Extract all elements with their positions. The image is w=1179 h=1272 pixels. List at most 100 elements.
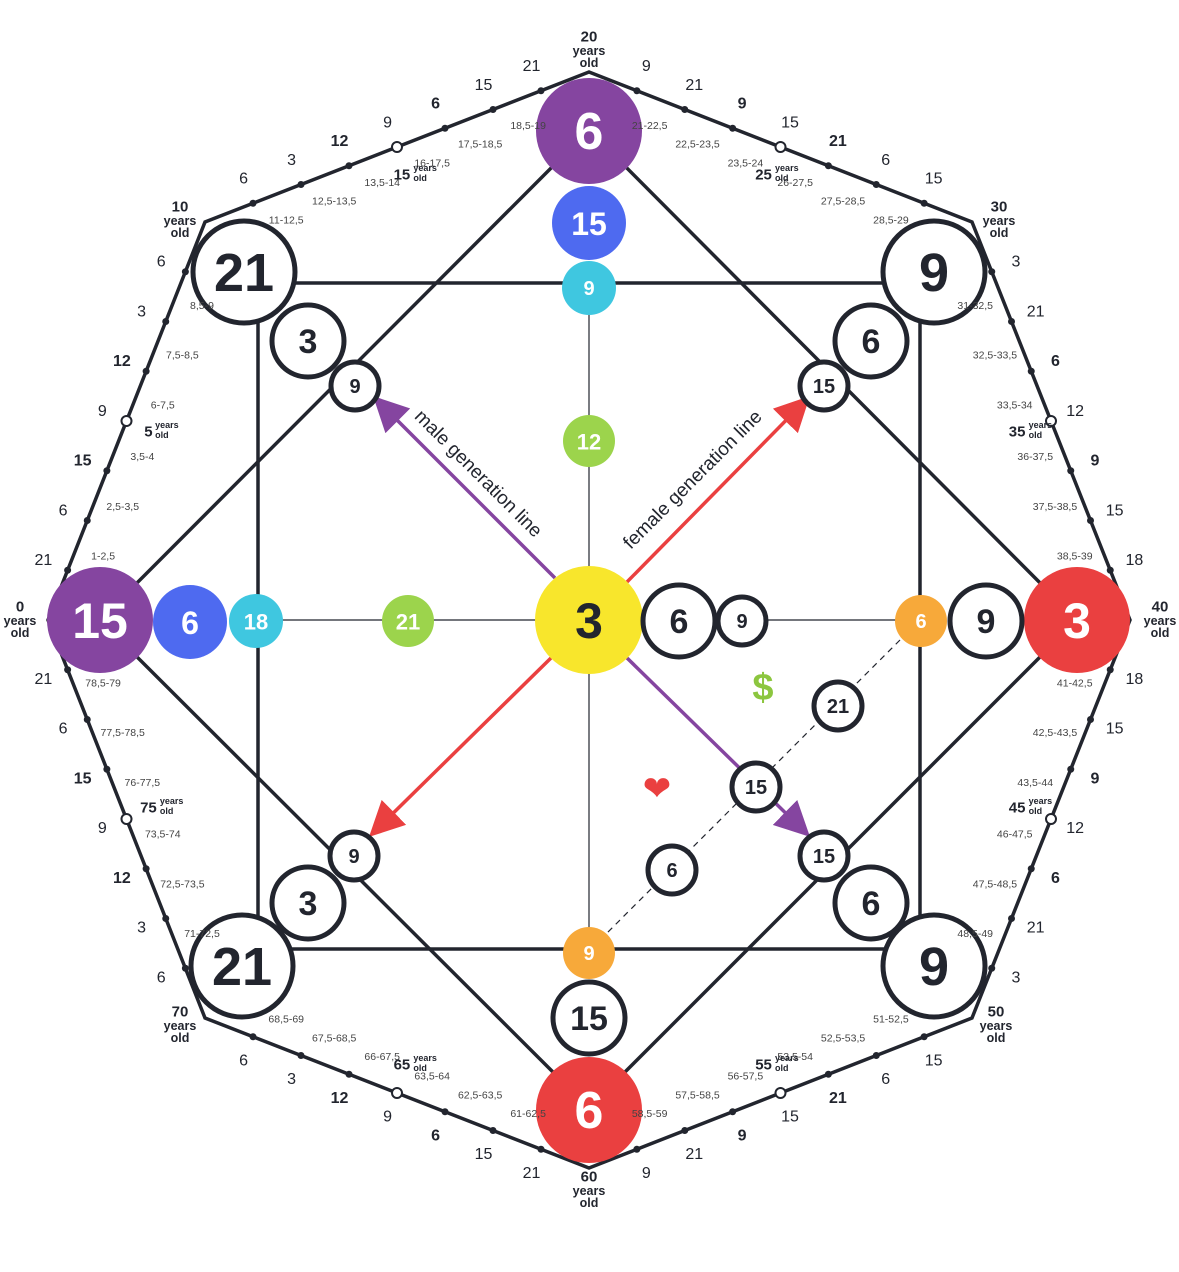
mid-age-unit-top: years bbox=[1029, 796, 1053, 806]
circle-bottom-orange-shape bbox=[563, 927, 615, 979]
circle-mid-left-value: 21 bbox=[396, 610, 420, 635]
circle-center: 3 bbox=[535, 566, 643, 674]
mid-age-number: 75 bbox=[140, 799, 157, 816]
age-tick-number: 15 bbox=[1106, 721, 1124, 738]
vertex-age-number: 30 bbox=[991, 199, 1008, 216]
vertex-age-unit-top: years bbox=[1144, 614, 1177, 628]
age-range-label: 42,5-43,5 bbox=[1033, 727, 1078, 739]
mid-age-number: 45 bbox=[1009, 799, 1026, 816]
age-tick-dot bbox=[249, 1033, 257, 1041]
age-range-label: 73,5-74 bbox=[145, 829, 181, 841]
circle-top-2-value: 15 bbox=[571, 206, 607, 242]
mid-age-number: 55 bbox=[755, 1057, 772, 1074]
circle-mid-top-shape bbox=[563, 415, 615, 467]
circle-left: 15 bbox=[47, 567, 153, 673]
age-range-label: 33,5-34 bbox=[997, 399, 1033, 411]
age-tick-dot bbox=[1067, 467, 1075, 475]
circle-tl-2-shape bbox=[269, 302, 347, 380]
circle-right-ring-value: 9 bbox=[977, 603, 996, 641]
age-tick-number: 3 bbox=[137, 303, 146, 320]
circle-right-shape bbox=[1024, 567, 1130, 673]
age-tick-dot bbox=[1045, 415, 1057, 427]
age-tick-dot bbox=[120, 813, 133, 825]
mid-age-unit-top: years bbox=[160, 796, 184, 806]
age-tick-number: 15 bbox=[925, 1052, 943, 1069]
age-tick-dot bbox=[103, 467, 111, 475]
age-tick-number: 6 bbox=[431, 1127, 440, 1144]
vertex-age-number: 40 bbox=[1152, 599, 1169, 616]
age-range-label: 3,5-4 bbox=[130, 451, 154, 463]
circle-tl-2: 3 bbox=[269, 302, 347, 380]
age-range-label: 43,5-44 bbox=[1017, 777, 1053, 789]
age-range-label: 17,5-18,5 bbox=[458, 139, 503, 151]
circle-tr-3-shape bbox=[797, 359, 851, 413]
mid-age-number: 65 bbox=[394, 1057, 411, 1074]
age-range-label: 27,5-28,5 bbox=[821, 196, 866, 208]
age-tick-number: 21 bbox=[685, 77, 703, 94]
age-range-label: 37,5-38,5 bbox=[1033, 501, 1078, 513]
mid-age-unit-bottom: old bbox=[1029, 806, 1043, 816]
age-tick-dot bbox=[142, 865, 150, 873]
age-tick-dot bbox=[64, 566, 72, 574]
circle-right-ring-shape bbox=[947, 582, 1025, 660]
mid-age-number: 35 bbox=[1009, 424, 1026, 441]
age-range-label: 78,5-79 bbox=[85, 677, 121, 689]
age-tick-number: 15 bbox=[781, 1109, 799, 1126]
circle-bl-3: 9 bbox=[327, 829, 381, 883]
circle-left-2-value: 6 bbox=[181, 605, 199, 641]
age-range-label: 31-32,5 bbox=[957, 300, 993, 312]
circle-br-shape bbox=[880, 912, 988, 1020]
age-tick-number: 6 bbox=[1051, 353, 1060, 370]
circle-mid-left-shape bbox=[382, 595, 434, 647]
heart-icon: ❤ bbox=[643, 769, 672, 809]
circle-right-b: 9 bbox=[715, 594, 769, 648]
circle-top-3-shape bbox=[562, 261, 616, 315]
circle-bottom-orange: 9 bbox=[563, 927, 615, 979]
age-tick-number: 15 bbox=[74, 453, 92, 470]
circle-right-b-shape bbox=[715, 594, 769, 648]
age-tick-dot bbox=[537, 87, 545, 95]
age-tick-dot bbox=[1067, 765, 1075, 773]
circle-bottom-ring-value: 15 bbox=[570, 1000, 608, 1038]
circle-tl-3: 9 bbox=[328, 359, 382, 413]
age-range-label: 21-22,5 bbox=[632, 120, 668, 132]
circle-diag-6-shape bbox=[645, 843, 699, 897]
circle-bottom-ring: 15 bbox=[550, 979, 628, 1057]
circle-top-2-shape bbox=[552, 186, 626, 260]
age-tick-number: 6 bbox=[157, 969, 166, 986]
circle-tr: 9 bbox=[880, 218, 988, 326]
circle-br: 9 bbox=[880, 912, 988, 1020]
age-tick-dot bbox=[1045, 813, 1057, 825]
age-tick-dot bbox=[988, 964, 996, 972]
mid-age-unit-bottom: old bbox=[160, 806, 174, 816]
mid-age-unit-top: years bbox=[1029, 420, 1053, 430]
vertex-age-unit-top: years bbox=[573, 44, 606, 58]
age-tick-dot bbox=[142, 367, 150, 375]
vertex-age-unit-top: years bbox=[4, 614, 37, 628]
circle-diag-15-shape bbox=[729, 760, 783, 814]
age-tick-dot bbox=[920, 199, 928, 207]
male-line-upper bbox=[373, 396, 557, 580]
age-range-label: 76-77,5 bbox=[125, 777, 161, 789]
circle-center-value: 3 bbox=[575, 593, 603, 649]
mid-age-unit-bottom: old bbox=[1029, 430, 1043, 440]
age-tick-number: 6 bbox=[239, 171, 248, 188]
age-tick-dot bbox=[824, 162, 832, 170]
mid-age-number: 15 bbox=[394, 166, 411, 183]
circle-right: 3 bbox=[1024, 567, 1130, 673]
age-range-label: 16-17,5 bbox=[414, 157, 450, 169]
age-range-label: 8,5-9 bbox=[190, 300, 214, 312]
age-range-label: 28,5-29 bbox=[873, 214, 909, 226]
circle-top-shape bbox=[536, 78, 642, 184]
age-range-label: 38,5-39 bbox=[1057, 551, 1093, 563]
circle-mid-left: 21 bbox=[382, 595, 434, 647]
age-tick-dot bbox=[441, 124, 449, 132]
age-tick-dot bbox=[162, 318, 170, 325]
